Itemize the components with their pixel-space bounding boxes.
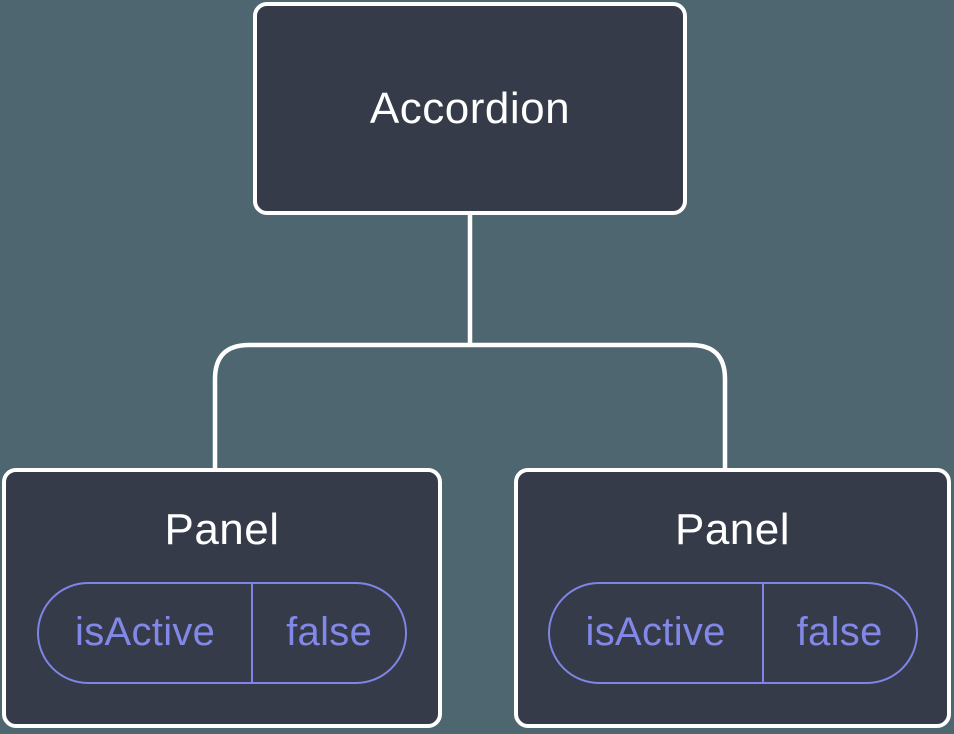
node-panel-right: Panel isActive false xyxy=(514,468,951,728)
connector-branch-bracket xyxy=(212,342,728,470)
node-accordion: Accordion xyxy=(253,2,687,215)
prop-name: isActive xyxy=(550,583,764,682)
prop-pill-right: isActive false xyxy=(547,581,918,684)
prop-pill-left: isActive false xyxy=(37,581,407,684)
node-panel-left: Panel isActive false xyxy=(2,468,442,728)
prop-value: false xyxy=(796,610,883,655)
node-panel-right-label: Panel xyxy=(674,505,791,554)
prop-name: isActive xyxy=(39,583,254,682)
node-accordion-label: Accordion xyxy=(369,83,571,133)
prop-value: false xyxy=(286,610,373,655)
node-panel-left-label: Panel xyxy=(164,505,280,554)
